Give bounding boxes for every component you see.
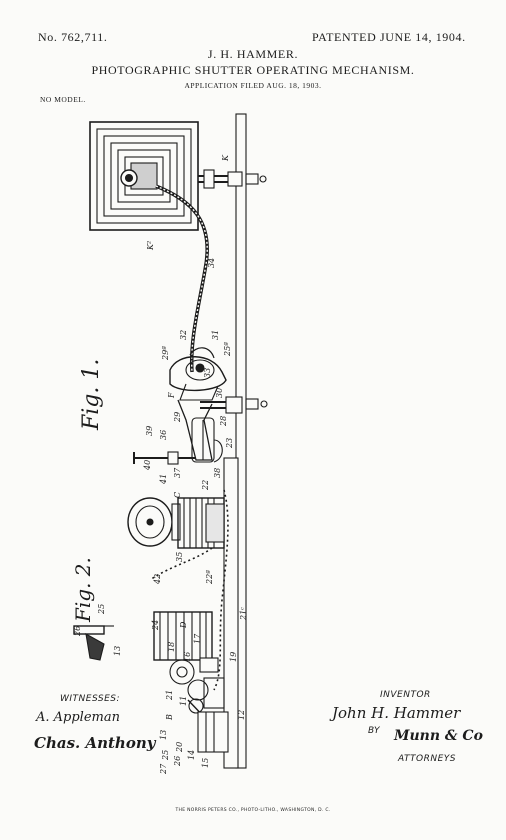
base-board: [235, 113, 247, 769]
ref-label: K: [221, 154, 230, 162]
ref-label: 26: [173, 756, 182, 767]
attorneys-label: ATTORNEYS: [398, 754, 456, 764]
ref-label: 23: [225, 438, 234, 449]
ref-label: 19: [229, 652, 238, 662]
ref-label: 39: [145, 426, 154, 436]
ref-label: C: [173, 492, 182, 498]
model-note: NO MODEL.: [40, 95, 86, 104]
fig2-caption: Fig. 2.: [71, 557, 95, 623]
camera-bracket: [198, 169, 267, 189]
patent-title: PHOTOGRAPHIC SHUTTER OPERATING MECHANISM…: [91, 63, 415, 77]
ref-label: 36: [159, 430, 168, 440]
ref-label: 27: [159, 763, 168, 775]
ref-label: 22ª: [205, 570, 214, 585]
application-filed: APPLICATION FILED AUG. 18, 1903.: [184, 81, 322, 90]
ref-label: 37: [173, 467, 182, 478]
ref-label: 42: [153, 574, 162, 585]
ref-label: 29ª: [161, 346, 170, 361]
alarm-bell: [127, 497, 181, 547]
ref-label: K²: [146, 241, 155, 251]
circuit-wire: [213, 489, 229, 691]
ref-label: 26: [73, 626, 82, 637]
inventor-label: INVENTOR: [380, 690, 431, 700]
ref-label: 28: [219, 416, 228, 427]
ref-label: 25: [97, 604, 106, 615]
ref-label: 24: [151, 620, 160, 631]
release-cable: [155, 184, 209, 373]
ref-label: 21: [165, 690, 174, 701]
ref-label: 17: [193, 633, 202, 644]
ref-label: 40: [143, 460, 152, 471]
electromagnet-coil: [177, 497, 225, 549]
witnesses-label: WITNESSES:: [60, 694, 121, 704]
ref-label: F: [167, 392, 176, 399]
ref-label: 16: [183, 652, 192, 662]
ref-label: 20: [175, 742, 184, 753]
lever-bracket: [200, 396, 268, 414]
ref-label: 25ª: [223, 342, 232, 357]
lever-arm: [177, 399, 223, 463]
ref-label: 31: [211, 330, 220, 340]
ref-label: 13: [113, 646, 122, 656]
ref-label: 38: [213, 468, 222, 478]
ref-label: 14: [187, 750, 196, 760]
ref-label: 33: [203, 368, 212, 378]
ref-label: 11: [179, 696, 188, 706]
ref-label: 13: [159, 730, 168, 740]
attorney-signature: Munn & Co: [394, 728, 483, 744]
ref-label: 41: [159, 474, 168, 485]
ref-label: 35: [175, 552, 184, 562]
ref-label: 21ᶜ: [239, 607, 248, 621]
ref-label: 32: [179, 330, 188, 340]
ref-label: 18: [167, 642, 176, 652]
ref-label: 12: [237, 710, 246, 720]
witness-signature-1: A. Appleman: [36, 710, 120, 725]
by-label: BY: [368, 726, 380, 736]
witness-signature-2: Chas. Anthony: [34, 734, 156, 752]
ref-label: 22: [201, 480, 210, 491]
lithographer-imprint: THE NORRIS PETERS CO., PHOTO-LITHO., WAS…: [175, 808, 331, 813]
ref-label: D: [179, 621, 188, 629]
patent-date: PATENTED JUNE 14, 1904.: [312, 30, 466, 44]
fig2-detail: [73, 625, 114, 661]
patent-number: No. 762,711.: [38, 30, 108, 44]
ref-label: 34: [207, 258, 216, 268]
ref-label: B: [165, 714, 174, 721]
inventor-signature: John H. Hammer: [332, 704, 461, 722]
fig1-caption: Fig. 1.: [79, 359, 104, 431]
ref-label: 30: [215, 388, 224, 398]
ref-label: 25: [161, 750, 170, 761]
ref-label: 15: [201, 758, 210, 768]
inventor-name: J. H. HAMMER.: [207, 47, 299, 61]
camera-box: [89, 121, 199, 231]
ref-label: 29: [173, 412, 182, 423]
release-lever-mechanism: [169, 347, 227, 401]
clockwork-assembly: [169, 657, 229, 753]
